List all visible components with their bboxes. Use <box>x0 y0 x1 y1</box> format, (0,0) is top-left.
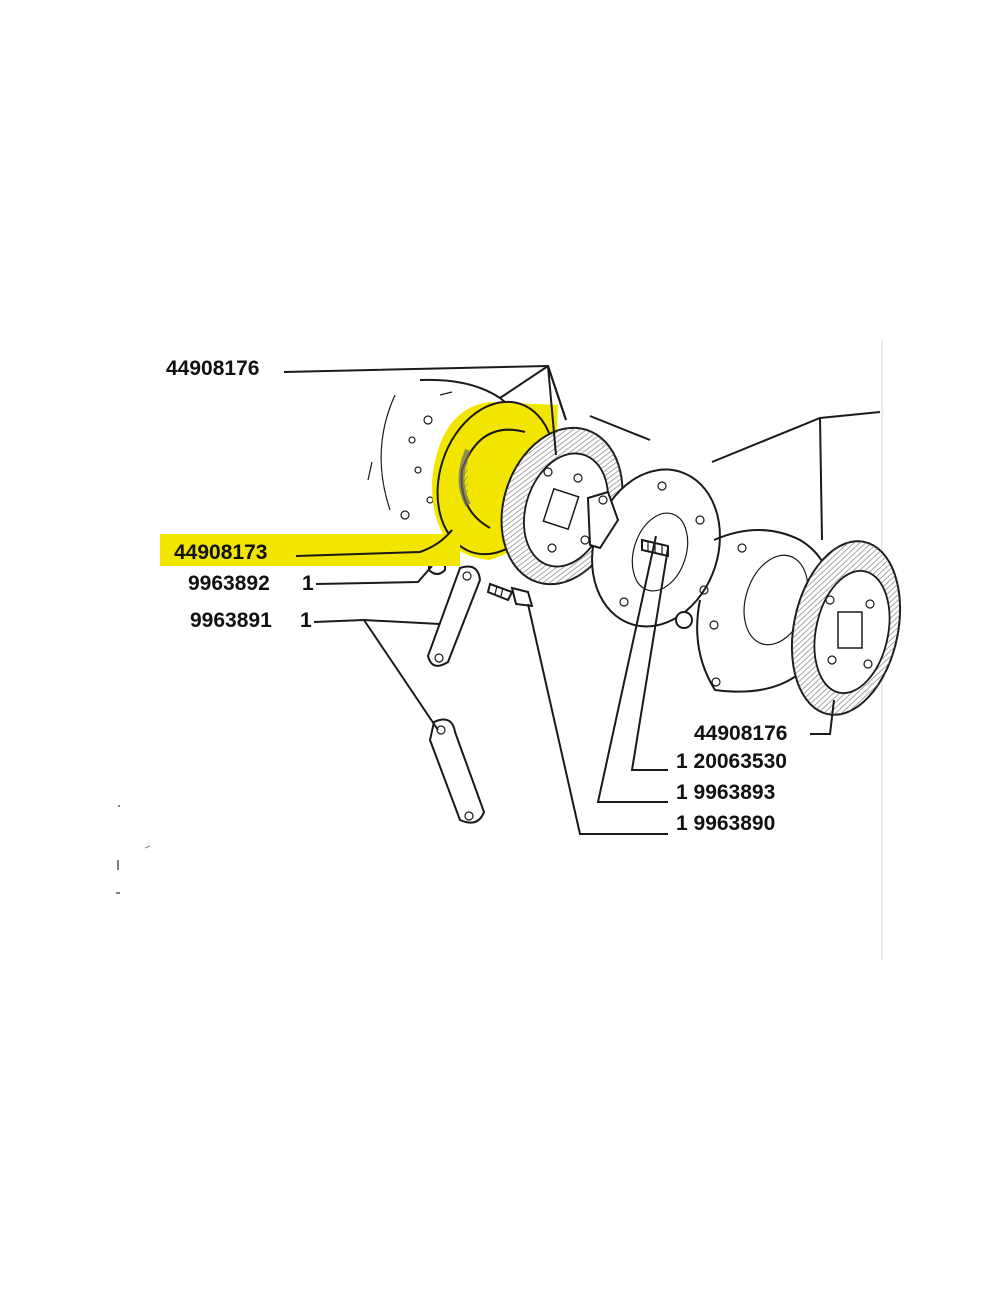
link-arm-lower <box>428 718 486 824</box>
label-highlight-band <box>160 534 460 566</box>
friction-disc-center <box>500 426 624 586</box>
friction-disc-right <box>790 540 902 716</box>
ring-leader-highlight <box>295 529 453 557</box>
label-bushing-qty: 1 <box>302 572 314 595</box>
back-housing <box>367 378 506 520</box>
link-arm-upper <box>426 565 482 667</box>
bolt <box>486 582 534 608</box>
label-link-part: 9963891 <box>190 609 272 632</box>
label-highlighted-ring: 44908173 <box>174 541 267 564</box>
label-bushing-part: 9963892 <box>188 572 270 595</box>
label-link-qty: 1 <box>300 609 312 632</box>
label-bolt-row: 1 9963890 <box>676 812 775 835</box>
label-pin-row: 1 20063530 <box>676 750 787 773</box>
pressure-plate <box>586 468 721 628</box>
label-right-disc: 44908176 <box>694 722 787 745</box>
label-top-disc: 44908176 <box>166 357 259 380</box>
scan-specks <box>116 805 151 894</box>
label-spring-row: 1 9963893 <box>676 781 775 804</box>
